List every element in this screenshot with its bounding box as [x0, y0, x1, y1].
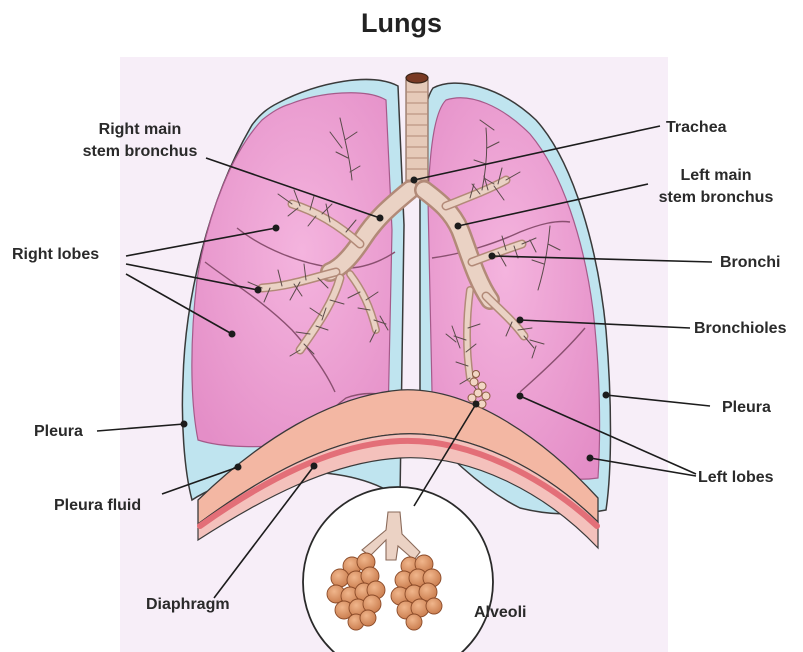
label-pleura-left-side: Pleura — [722, 399, 771, 416]
label-alveoli: Alveoli — [474, 604, 526, 621]
label-left-main-stem-bronchus-1: Left main — [680, 167, 751, 184]
label-left-lobes: Left lobes — [698, 469, 774, 486]
label-right-main-stem-bronchus-2: stem bronchus — [83, 143, 198, 160]
label-pleura-fluid: Pleura fluid — [54, 497, 141, 514]
label-right-lobes: Right lobes — [12, 246, 99, 263]
label-right-main-stem-bronchus-1: Right main — [99, 121, 182, 138]
label-pleura-right-side: Pleura — [34, 423, 83, 440]
label-trachea: Trachea — [666, 119, 727, 136]
label-diaphragm: Diaphragm — [146, 596, 230, 613]
label-left-main-stem-bronchus-2: stem bronchus — [659, 189, 774, 206]
label-bronchioles: Bronchioles — [694, 320, 787, 337]
label-bronchi: Bronchi — [720, 254, 780, 271]
